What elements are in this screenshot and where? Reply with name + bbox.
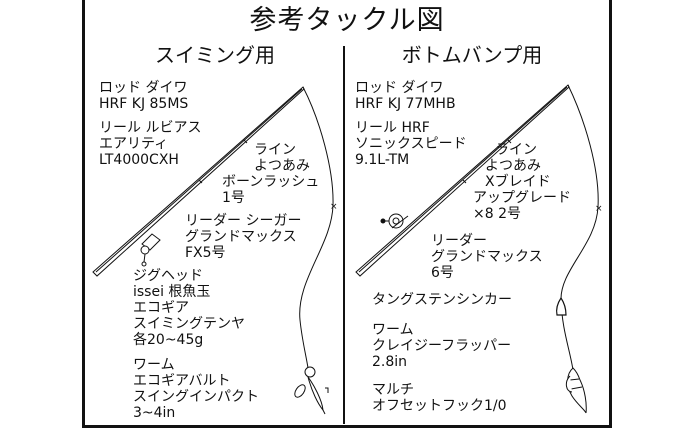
right-line-line1: ライン xyxy=(495,142,537,158)
right-worm-icon xyxy=(565,367,587,414)
left-reel-line3: LT4000CXH xyxy=(99,152,179,168)
right-hook-line2: オフセットフック1/0 xyxy=(372,398,507,414)
left-line-line2: よつあみ xyxy=(254,158,310,174)
right-fishing-line xyxy=(560,84,599,371)
left-line-line4: 1号 xyxy=(222,190,245,206)
left-rod-line2: HRF KJ 85MS xyxy=(99,96,189,112)
left-rod-line1: ロッド ダイワ xyxy=(99,80,188,96)
right-leader-line2: グランドマックス xyxy=(431,249,543,265)
diagram-frame xyxy=(82,0,612,428)
left-worm-line3: スイングインパクト xyxy=(133,389,259,405)
right-hook-label: マルチ オフセットフック1/0 xyxy=(372,382,507,414)
right-worm-line3: 2.8in xyxy=(372,354,408,370)
left-worm-line4: 3~4in xyxy=(133,405,176,421)
diagram-title: 参考タックル図 xyxy=(249,5,445,36)
left-jighead-line3: エコギア xyxy=(133,300,189,316)
left-line-line3: ボーンラッシュ xyxy=(222,174,320,190)
left-knot-icon: × xyxy=(330,202,338,212)
right-reel-line3: 9.1L-TM xyxy=(355,152,410,168)
left-worm-line2: エコギアバルト xyxy=(133,373,231,389)
column-divider xyxy=(343,46,345,424)
right-line-line4: アップグレード xyxy=(473,190,571,206)
left-jighead-lure-icon xyxy=(294,366,329,415)
right-reel-label: リール HRF ソニックスピード 9.1L-TM xyxy=(355,120,467,168)
left-reel-icon xyxy=(140,233,161,267)
right-heading: ボトムバンプ用 xyxy=(401,43,543,67)
left-heading: スイミング用 xyxy=(155,43,275,67)
left-leader-line1: リーダー シーガー xyxy=(185,213,302,229)
left-rod-label: ロッド ダイワ HRF KJ 85MS xyxy=(99,80,188,112)
right-sinker-label: タングステンシンカー xyxy=(372,292,512,308)
left-jighead-line2: issei 根魚玉 xyxy=(133,284,211,300)
right-rod-label: ロッド ダイワ HRF KJ 77MHB xyxy=(355,80,456,112)
left-worm-line1: ワーム xyxy=(133,357,175,373)
right-knot-icon: × xyxy=(595,204,603,214)
right-sinker-line1: タングステンシンカー xyxy=(372,292,512,308)
right-rod-line2: HRF KJ 77MHB xyxy=(355,96,456,112)
left-reel-label: リール ルビアス エアリティ LT4000CXH xyxy=(99,120,201,168)
left-reel-line2: エアリティ xyxy=(99,136,169,152)
left-jighead-line4: スイミングテンヤ xyxy=(133,316,245,332)
left-worm-label: ワーム エコギアバルト スイングインパクト 3~4in xyxy=(133,357,259,421)
left-leader-line2: グランドマックス xyxy=(185,229,297,245)
left-line-label: ライン よつあみ ボーンラッシュ 1号 xyxy=(222,142,319,206)
right-leader-line3: 6号 xyxy=(431,265,454,281)
right-worm-line1: ワーム xyxy=(372,322,414,338)
left-fishing-line xyxy=(299,86,334,369)
right-line-line3: Xブレイド xyxy=(485,174,551,190)
left-jighead-line5: 各20~45g xyxy=(133,332,204,348)
right-leader-line1: リーダー xyxy=(431,233,487,249)
left-line-line1: ライン xyxy=(254,142,296,158)
right-leader-label: リーダー グランドマックス 6号 xyxy=(431,233,543,281)
right-reel-line1: リール HRF xyxy=(355,120,430,136)
right-line-line5: ×8 2号 xyxy=(473,206,521,222)
right-worm-label: ワーム クレイジーフラッパー 2.8in xyxy=(372,322,511,370)
right-rod-line1: ロッド ダイワ xyxy=(355,80,444,96)
right-worm-line2: クレイジーフラッパー xyxy=(372,338,512,354)
left-jighead-line1: ジグヘッド xyxy=(133,268,203,284)
right-reel-line2: ソニックスピード xyxy=(355,136,467,152)
right-reel-icon xyxy=(380,213,409,229)
right-line-label: ライン よつあみ Xブレイド アップグレード ×8 2号 xyxy=(473,142,571,222)
right-hook-line1: マルチ xyxy=(372,382,414,398)
left-reel-line1: リール ルビアス xyxy=(99,120,202,136)
left-leader-label: リーダー シーガー グランドマックス FX5号 xyxy=(185,213,301,261)
left-leader-line3: FX5号 xyxy=(185,245,226,261)
left-jighead-label: ジグヘッド issei 根魚玉 エコギア スイミングテンヤ 各20~45g xyxy=(133,268,245,348)
right-line-line2: よつあみ xyxy=(485,158,541,174)
tungsten-sinker-icon xyxy=(556,296,567,316)
